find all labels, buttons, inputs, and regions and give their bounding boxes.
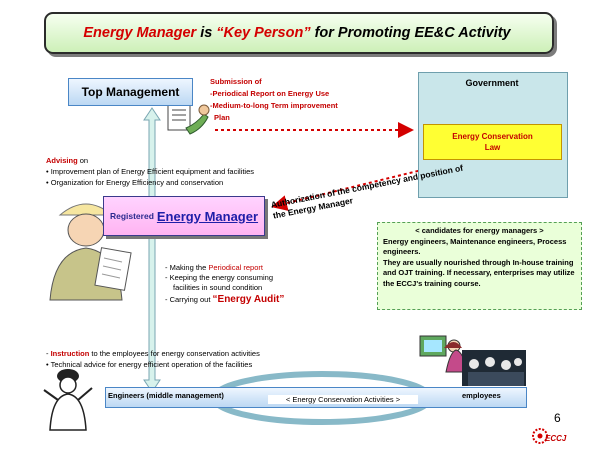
candidates-line: the ECCJ's training course.	[383, 278, 481, 288]
engineer-silhouette-icon	[43, 369, 93, 431]
periodical-report-label: Periodical report	[208, 263, 263, 272]
top-management-box: Top Management	[68, 78, 193, 106]
candidates-line: They are usually nourished through In-ho…	[383, 257, 574, 267]
advising-item: Improvement plan of Energy Efficient equ…	[50, 167, 255, 176]
advising-item: Organization for Energy Efficiency and c…	[50, 178, 224, 187]
energy-manager-label: Energy Manager	[156, 208, 259, 224]
employee-computer-icon	[419, 335, 467, 373]
eccj-logo-icon	[532, 428, 548, 444]
engineers-label: Engineers (middle management)	[108, 391, 224, 400]
manager-duties-text: - Making the Periodical report - Keeping…	[165, 263, 284, 305]
title-part2: is	[200, 25, 213, 41]
title-part3: “Key Person”	[216, 25, 311, 41]
eccj-logo-text: ECCJ	[545, 434, 567, 443]
instruction-line: Technical advice for energy efficient op…	[50, 360, 253, 369]
advising-text: Advising on • Improvement plan of Energy…	[46, 156, 255, 187]
duty-line: facilities in sound condition	[173, 283, 263, 292]
instruction-rest: to the employees for energy conservation…	[89, 349, 260, 358]
slide-title: Energy Manager is “Key Person” for Promo…	[44, 12, 554, 54]
candidates-heading: < candidates for energy managers >	[415, 226, 544, 235]
title-part4: for Promoting EE&C Activity	[314, 25, 511, 41]
registered-energy-manager-box: Registered Energy Manager	[103, 196, 265, 236]
instruction-text: - Instruction to the employees for energ…	[46, 349, 260, 369]
page-number: 6	[554, 411, 561, 425]
instruction-label: Instruction	[50, 349, 90, 358]
candidates-line: engineers.	[383, 247, 421, 256]
authorization-arrow	[271, 167, 431, 211]
duty-line: - Keeping the energy consuming	[165, 273, 273, 282]
activities-label: < Energy Conservation Activities >	[268, 395, 418, 404]
submission-heading: Submission of	[210, 77, 262, 86]
law-line1: Energy Conservation	[452, 132, 533, 141]
candidates-line: and OJT training. If necessary, enterpri…	[383, 268, 575, 277]
advising-label-rest: on	[77, 156, 89, 165]
employees-photo	[462, 350, 526, 386]
duty-prefix: - Making the	[165, 263, 209, 272]
worker-with-helmet-icon	[49, 203, 132, 301]
submission-item: Periodical Report on Energy Use	[212, 89, 330, 98]
document-hand-icon	[167, 103, 210, 135]
top-management-label: Top Management	[81, 85, 180, 99]
employees-label: employees	[462, 391, 501, 400]
candidates-box: < candidates for energy managers > Energ…	[377, 222, 582, 310]
registered-label: Registered	[109, 211, 154, 221]
submission-text: Submission of -Periodical Report on Ener…	[210, 77, 338, 122]
energy-audit-label: “Energy Audit”	[212, 294, 285, 305]
advising-label: Advising	[46, 156, 78, 165]
duty-prefix: - Carrying out	[165, 295, 213, 304]
submission-item: Plan	[214, 113, 230, 122]
energy-conservation-law-box: Energy Conservation Law	[423, 124, 562, 160]
law-line2: Law	[484, 143, 501, 152]
candidates-line: Energy engineers, Maintenance engineers,…	[383, 236, 567, 246]
government-label: Government	[465, 78, 519, 88]
submission-item: Medium-to-long Term improvement	[212, 101, 338, 110]
title-part1: Energy Manager	[83, 25, 197, 41]
